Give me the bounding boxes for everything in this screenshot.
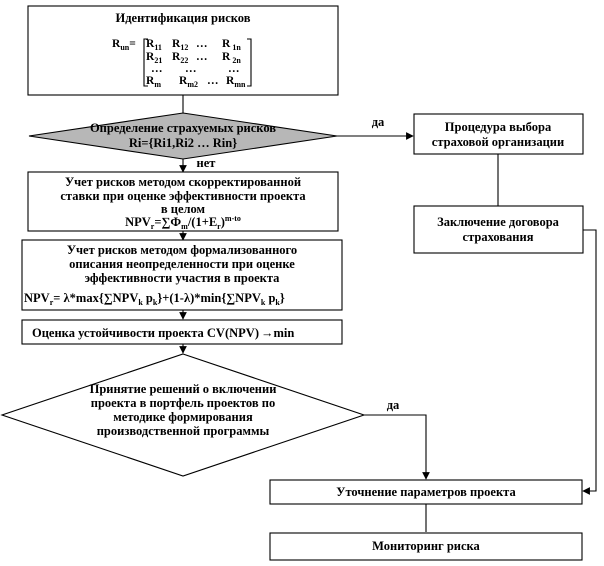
adjusted-rate-line1: Учет рисков методом скорректированной [65,175,301,189]
adjusted-rate-box: Учет рисков методом скорректированной ст… [27,171,339,232]
portfolio-line2: проекта в портфель проектов по [91,396,275,410]
matrix-r3c2: … [185,63,197,75]
connector-yes-to-refine [364,414,430,480]
contract-line2: страхования [463,230,534,244]
portfolio-line4: производственной программы [97,424,270,438]
contract-box: Заключение договора страхования [413,205,584,254]
refine-parameters-text: Уточнение параметров проекта [336,485,516,499]
matrix-r3c1: … [151,63,163,75]
adjusted-rate-line2: ставки при оценке эффективности проекта [60,189,306,203]
insured-risks-line2: Ri={Ri1,Ri2 … Rin} [129,136,237,150]
monitoring-box: Мониторинг риска [269,532,583,561]
insured-risks-line1: Определение страхуемых рисков [90,121,276,135]
portfolio-line1: Принятие решений о включении [90,382,277,396]
refine-parameters-box: Уточнение параметров проекта [269,479,583,505]
matrix-rm2: Rm2 [179,75,198,89]
adjusted-rate-line3: в целом [161,202,206,216]
matrix-r1dots: … [196,38,208,50]
contract-line1: Заключение договора [437,215,560,229]
uncertainty-line3: эффективности участия в проекта [85,271,281,285]
matrix-r11: R11 [146,38,162,52]
stability-box: Оценка устойчивости проекта CV(NPV)→min [21,319,343,345]
stability-text: Оценка устойчивости проекта CV(NPV)→min [32,326,294,340]
portfolio-decision: Принятие решений о включении проекта в п… [0,353,366,477]
monitoring-text: Мониторинг риска [372,539,480,553]
matrix-r12: R12 [172,38,188,52]
label-yes-2: да [387,398,400,412]
portfolio-line3: методике формирования [113,410,253,424]
matrix-r2dots: … [196,51,208,63]
uncertainty-line2: описания неопределенности при оценке [69,257,295,271]
label-yes-1: да [372,115,385,129]
insurer-selection-box: Процедура выбора страховой организации [413,113,584,155]
label-no: нет [197,156,216,170]
matrix-r22: R22 [172,51,188,65]
risk-identification-title: Идентификация рисков [116,11,251,25]
matrix-rm: Rm [146,75,161,89]
matrix-left-bracket [143,38,148,87]
uncertainty-line1: Учет рисков методом формализованного [67,243,297,257]
matrix-r3c3: … [228,63,240,75]
matrix-right-bracket [247,38,252,87]
connector-contract-to-refine [582,229,597,495]
uncertainty-box: Учет рисков методом формализованного опи… [21,239,343,311]
matrix-r21: R21 [146,51,162,65]
insurer-selection-line2: страховой организации [432,135,564,149]
insured-risks-decision: Определение страхуемых рисков Ri={Ri1,Ri… [28,112,338,160]
matrix-rmn: Rmn [226,75,246,89]
adjusted-rate-formula: NPVr=∑Фm/(1+Er)m-to [125,214,241,231]
matrix-lhs: Run= [112,38,136,52]
matrix-rmdots: … [207,75,219,87]
uncertainty-formula: NPVr= λ*max{∑NPVk pk}+(1-λ)*min{∑NPVk pk… [24,291,285,307]
insurer-selection-line1: Процедура выбора [445,120,552,134]
